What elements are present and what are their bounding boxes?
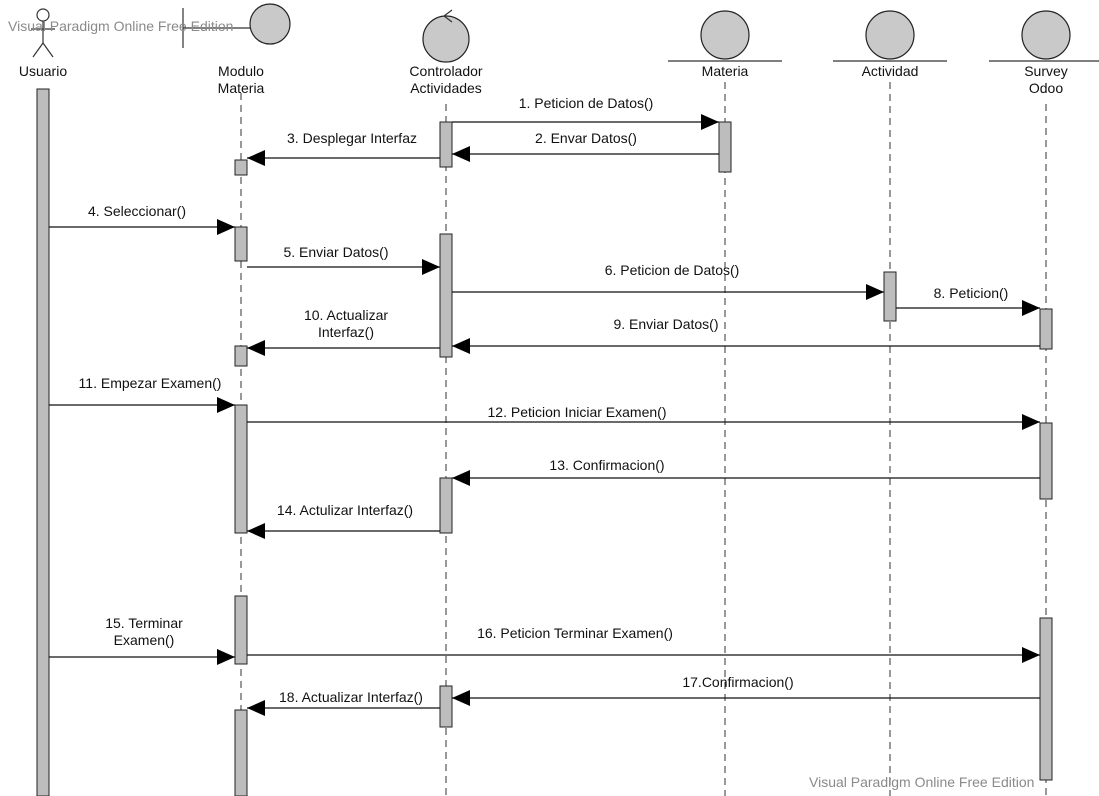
message-2: 2. Envar Datos() <box>452 130 719 162</box>
message-label: 12. Peticion Iniciar Examen() <box>488 404 667 420</box>
message-1: 1. Peticion de Datos() <box>452 95 719 130</box>
arrowhead-icon <box>452 338 470 354</box>
control-circle-icon <box>422 15 470 63</box>
activation-bar-modulo <box>234 404 248 534</box>
messages-layer: 1. Peticion de Datos() 2. Envar Datos() 3.… <box>49 95 1040 716</box>
message-label: 5. Enviar Datos() <box>283 244 388 260</box>
message-label: 2. Envar Datos() <box>535 130 637 146</box>
message-label: 16. Peticion Terminar Examen() <box>477 625 673 641</box>
arrowhead-icon <box>1022 300 1040 316</box>
activation-bar-usuario <box>36 88 50 796</box>
activation-bar-controlador <box>439 477 453 534</box>
participant-label: Usuario <box>19 63 67 79</box>
message-label: 9. Enviar Datos() <box>613 316 718 332</box>
activation-bar-survey <box>1039 422 1053 500</box>
message-17: 18. Actualizar Interfaz() <box>247 689 440 716</box>
participant-label: Actividad <box>862 63 919 79</box>
activation-bar-modulo <box>234 345 248 367</box>
message-label: 3. Desplegar Interfaz <box>287 130 417 146</box>
activation-bar-modulo <box>234 709 248 796</box>
entity-circle-icon <box>865 10 915 60</box>
activation-bar-controlador <box>439 121 453 168</box>
participant-label: Actividades <box>410 80 482 96</box>
arrowhead-icon <box>701 114 719 130</box>
message-label: 14. Actulizar Interfaz() <box>277 502 413 518</box>
message-12: 13. Confirmacion() <box>452 457 1040 486</box>
message-label: 15. Terminar <box>105 615 183 631</box>
participant-label: Controlador <box>409 63 482 79</box>
activation-bar-modulo <box>234 159 248 176</box>
entity-circle-icon <box>1021 10 1071 60</box>
activation-bar-materia <box>718 121 732 173</box>
arrowhead-icon <box>452 146 470 162</box>
message-label: 8. Peticion() <box>934 285 1009 301</box>
message-label: 17.Confirmacion() <box>682 674 793 690</box>
arrowhead-icon <box>452 470 470 486</box>
message-label: Interfaz() <box>318 324 374 340</box>
message-label: 11. Empezar Examen() <box>79 375 222 391</box>
arrowhead-icon <box>217 649 235 665</box>
message-10: 11. Empezar Examen() <box>49 375 235 413</box>
activation-bar-survey <box>1039 308 1053 350</box>
message-6: 6. Peticion de Datos() <box>452 262 884 300</box>
arrowhead-icon <box>247 523 265 539</box>
arrowhead-icon <box>1022 647 1040 663</box>
arrowhead-icon <box>247 340 265 356</box>
participant-materia: Materia <box>668 10 782 79</box>
participant-label: Survey <box>1024 63 1068 79</box>
arrowhead-icon <box>866 284 884 300</box>
message-label: 10. Actualizar <box>304 307 388 323</box>
entity-circle-icon <box>700 10 750 60</box>
activation-bar-modulo <box>234 595 248 665</box>
participant-label: Materia <box>218 80 265 96</box>
message-label: 6. Peticion de Datos() <box>605 262 740 278</box>
participant-label: Odoo <box>1029 80 1063 96</box>
activation-bar-modulo <box>234 226 248 262</box>
activations-layer <box>36 88 1053 796</box>
arrowhead-icon <box>1022 414 1040 430</box>
message-11: 12. Peticion Iniciar Examen() <box>247 404 1040 430</box>
arrowhead-icon <box>217 219 235 235</box>
message-5: 5. Enviar Datos() <box>247 244 440 275</box>
activation-bar-actividad <box>883 271 897 322</box>
actor-leg-icon <box>32 42 44 58</box>
arrowhead-icon <box>247 150 265 166</box>
participant-actividad: Actividad <box>833 10 947 79</box>
message-4: 4. Seleccionar() <box>49 203 235 235</box>
watermark-top: Visual Paradigm Online Free Edition <box>8 18 233 34</box>
arrowhead-icon <box>422 259 440 275</box>
activation-bar-controlador <box>439 233 453 358</box>
message-3: 3. Desplegar Interfaz <box>247 130 440 166</box>
message-label: Examen() <box>114 632 175 648</box>
activation-bar-survey <box>1039 617 1053 781</box>
message-8: 9. Enviar Datos() <box>452 316 1040 354</box>
message-label: 13. Confirmacion() <box>549 457 664 473</box>
actor-leg-icon <box>42 42 54 58</box>
arrowhead-icon <box>217 397 235 413</box>
arrowhead-icon <box>247 700 265 716</box>
participant-usuario: Usuario <box>19 8 67 79</box>
message-16: 17.Confirmacion() <box>452 674 1040 706</box>
message-label: 1. Peticion de Datos() <box>519 95 654 111</box>
participant-label: Materia <box>702 63 749 79</box>
message-label: 18. Actualizar Interfaz() <box>279 689 423 705</box>
activation-bar-controlador <box>439 685 453 728</box>
watermark-bottom: Visual Paradigm Online Free Edition <box>809 774 1034 790</box>
participant-label: Modulo <box>218 63 264 79</box>
control-arrow-icon <box>443 9 453 23</box>
message-13: 14. Actulizar Interfaz() <box>247 502 440 539</box>
arrowhead-icon <box>452 690 470 706</box>
message-label: 4. Seleccionar() <box>88 203 186 219</box>
message-15: 16. Peticion Terminar Examen() <box>247 625 1040 663</box>
boundary-circle-icon <box>249 3 291 45</box>
message-7: 8. Peticion() <box>896 285 1040 316</box>
